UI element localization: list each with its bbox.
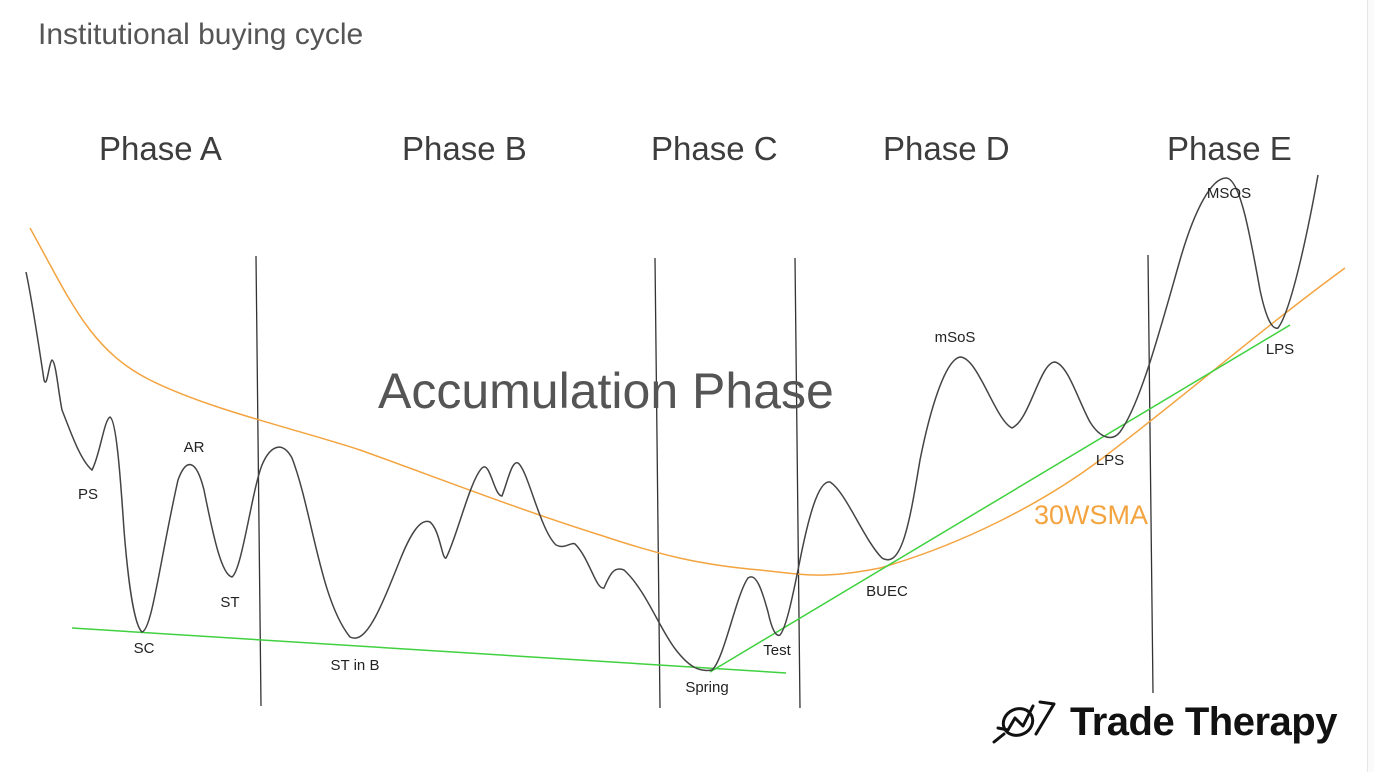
phase-c-label: Phase C xyxy=(651,130,778,167)
trade-therapy-logo-icon xyxy=(992,700,1056,744)
label-lps-2: LPS xyxy=(1265,341,1295,358)
label-minor-sign-of-strength: mSoS xyxy=(934,329,976,346)
moving-average-line xyxy=(29,227,1346,576)
label-test: Test xyxy=(763,642,791,659)
label-buec: BUEC xyxy=(866,583,908,600)
label-lps-1: LPS xyxy=(1095,452,1125,469)
divider-a-b xyxy=(255,255,262,707)
brand-name: Trade Therapy xyxy=(1070,700,1337,744)
label-sc: SC xyxy=(133,640,155,657)
divider-b-c xyxy=(654,257,661,709)
phase-e-label: Phase E xyxy=(1167,130,1292,167)
divider-c-d xyxy=(794,257,801,709)
phase-a-label: Phase A xyxy=(99,130,222,167)
price-path xyxy=(25,174,1319,672)
label-st-in-b: ST in B xyxy=(330,657,380,674)
phase-d-label: Phase D xyxy=(883,130,1010,167)
moving-average-label: 30WSMA xyxy=(1034,500,1149,530)
divider-d-e xyxy=(1147,254,1154,694)
label-major-sign-of-strength: MSOS xyxy=(1206,185,1252,202)
right-edge-divider xyxy=(1367,0,1374,772)
label-st: ST xyxy=(220,594,240,611)
label-spring: Spring xyxy=(685,679,729,696)
support-line xyxy=(71,627,787,674)
label-ar: AR xyxy=(183,439,205,456)
accumulation-phase-label: Accumulation Phase xyxy=(378,363,834,419)
phase-dividers xyxy=(255,254,1154,709)
phase-b-label: Phase B xyxy=(402,130,527,167)
label-ps: PS xyxy=(77,486,99,503)
diagram-title: Institutional buying cycle xyxy=(38,18,364,51)
uptrend-line xyxy=(709,324,1291,673)
